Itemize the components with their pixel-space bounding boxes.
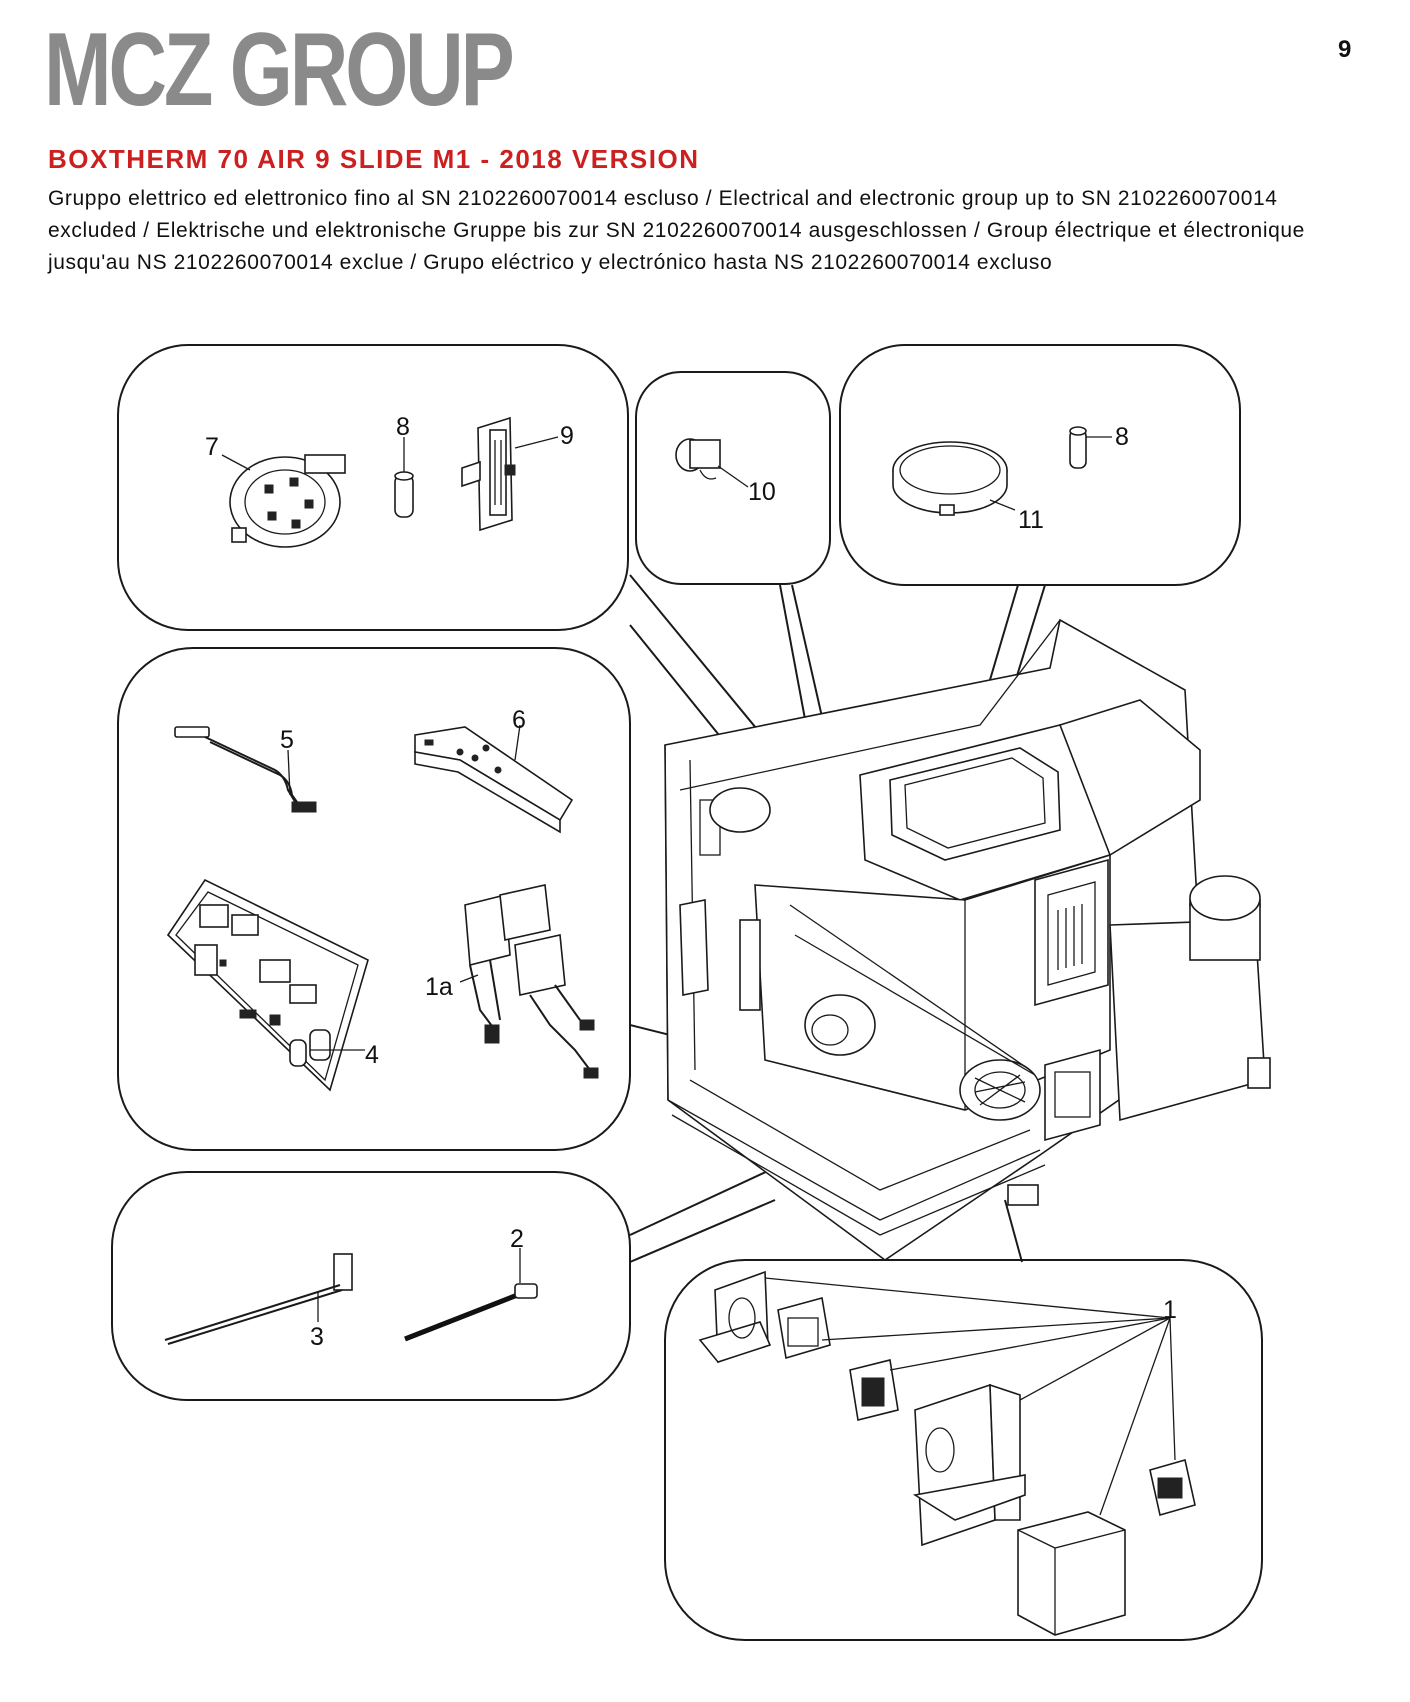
callout-9: 9 <box>560 422 574 450</box>
callout-2: 2 <box>510 1225 524 1253</box>
callout-1a: 1a <box>425 973 453 1001</box>
callout-5: 5 <box>280 726 294 754</box>
power-switches-part <box>698 1270 1196 1636</box>
callout-6: 6 <box>512 706 526 734</box>
callout-8-left: 8 <box>396 413 410 441</box>
control-panel-part <box>414 724 574 834</box>
cable-part <box>174 726 317 813</box>
detail-box-electronics <box>117 647 631 1151</box>
page-number: 9 <box>1338 36 1352 63</box>
door-microswitch-part <box>461 416 559 532</box>
detail-box-switches <box>664 1259 1263 1641</box>
group-description: Gruppo elettrico ed elettronico fino al … <box>48 187 1305 274</box>
geared-motor-part <box>675 438 749 488</box>
callout-7: 7 <box>205 433 219 461</box>
callout-3: 3 <box>310 1323 324 1351</box>
detail-box-probes <box>111 1171 631 1401</box>
detail-box-sensors <box>117 344 629 631</box>
wiring-harness-part <box>459 884 599 1079</box>
fuse-part-left <box>394 437 414 518</box>
callout-8-right: 8 <box>1115 423 1129 451</box>
pressure-switch-part <box>221 454 346 548</box>
glow-plug-part <box>404 1248 538 1342</box>
page-title: BOXTHERM 70 AIR 9 SLIDE M1 - 2018 VERSIO… <box>48 144 700 174</box>
detail-box-motor <box>635 371 831 585</box>
callout-11: 11 <box>1018 506 1044 534</box>
thermostat-part <box>892 441 1016 516</box>
callout-4: 4 <box>365 1041 379 1069</box>
stove-assembly <box>664 618 1271 1261</box>
fuse-part-right <box>1069 426 1112 469</box>
callout-10: 10 <box>748 478 776 506</box>
callout-1: 1 <box>1163 1296 1177 1324</box>
electronic-board-part <box>166 878 369 1092</box>
temperature-probe-part <box>164 1253 353 1345</box>
brand-logo: MCZ GROUP <box>44 12 515 128</box>
detail-box-thermostat <box>839 344 1241 586</box>
